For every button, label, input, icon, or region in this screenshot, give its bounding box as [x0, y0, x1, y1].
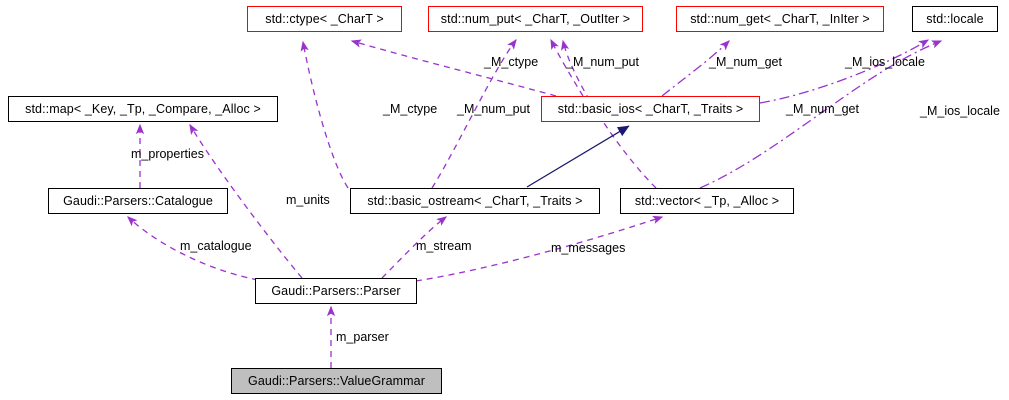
edge-basic_ios-to-locale	[759, 39, 930, 104]
edge-label-m-stream: m_stream	[416, 239, 472, 253]
edge-basic_ios-to-num_get	[661, 40, 730, 97]
edge-basic_ostream-to-ctype	[300, 40, 349, 189]
edge-label-m-num-get-mid: _M_num_get	[786, 102, 859, 116]
node-std-locale[interactable]: std::locale	[912, 6, 998, 32]
edge-label-m-num-put-mid: _M_num_put	[457, 102, 530, 116]
edge-basic_ostream-to-basic_ios-inheritance	[526, 125, 630, 188]
edge-parser-to-catalogue	[127, 216, 259, 281]
edge-label-m-catalogue: m_catalogue	[180, 239, 252, 253]
edge-label-m-messages: m_messages	[551, 241, 626, 255]
node-std-num-put[interactable]: std::num_put< _CharT, _OutIter >	[428, 6, 643, 32]
node-gaudi-parsers-valuegrammar: Gaudi::Parsers::ValueGrammar	[231, 368, 442, 394]
node-std-basic-ios[interactable]: std::basic_ios< _CharT, _Traits >	[541, 96, 760, 122]
edge-vector-to-locale	[699, 40, 943, 189]
edge-parser-to-basic_ostream	[381, 216, 448, 279]
node-std-map[interactable]: std::map< _Key, _Tp, _Compare, _Alloc >	[8, 96, 278, 122]
edge-label-m-properties: m_properties	[131, 147, 204, 161]
edge-parser-to-map	[189, 123, 303, 279]
edge-basic_ios-to-num_put	[550, 38, 584, 97]
edge-label-m-ios-locale-mid: _M_ios_locale	[920, 104, 1000, 118]
edge-basic_ios-to-ctype	[350, 39, 557, 97]
edge-parser-to-vector	[415, 215, 664, 282]
node-gaudi-parsers-parser[interactable]: Gaudi::Parsers::Parser	[255, 278, 417, 304]
node-std-vector[interactable]: std::vector< _Tp, _Alloc >	[620, 188, 794, 214]
edge-label-m-units: m_units	[286, 193, 330, 207]
edge-label-m-num-put-upper: _M_num_put	[566, 55, 639, 69]
edge-basic_ostream-to-num_put	[431, 38, 517, 189]
edge-label-m-ctype-mid: _M_ctype	[383, 102, 438, 116]
node-std-ctype[interactable]: std::ctype< _CharT >	[247, 6, 402, 32]
node-gaudi-parsers-catalogue[interactable]: Gaudi::Parsers::Catalogue	[48, 188, 228, 214]
edge-label-m-parser: m_parser	[336, 330, 389, 344]
edge-label-m-ctype-upper: _M_ctype	[484, 55, 539, 69]
node-std-basic-ostream[interactable]: std::basic_ostream< _CharT, _Traits >	[350, 188, 600, 214]
node-std-num-get[interactable]: std::num_get< _CharT, _InIter >	[676, 6, 884, 32]
edge-label-m-ios-locale-upper: _M_ios_locale	[845, 55, 925, 69]
edge-label-m-num-get-upper: _M_num_get	[709, 55, 782, 69]
